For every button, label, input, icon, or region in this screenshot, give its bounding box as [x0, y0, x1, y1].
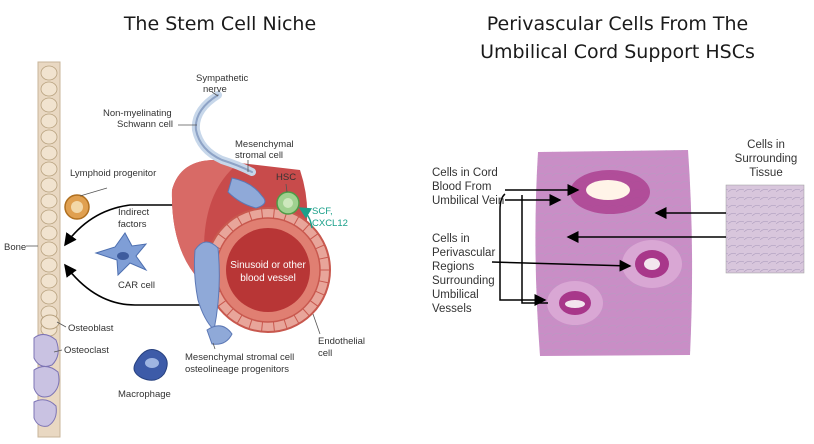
label-bone: Bone: [4, 242, 26, 253]
left-panel-title: The Stem Cell Niche: [123, 13, 317, 35]
osteoclast-cells: [33, 334, 60, 427]
macrophage-cell: [133, 349, 168, 381]
endothelial-cell-border: [302, 308, 310, 317]
bone-lining-cell: [40, 225, 58, 241]
bone-lining-cell: [40, 65, 58, 81]
left-leader-lines: [26, 91, 321, 353]
bone-lining-cell: [40, 257, 58, 273]
endothelial-cell-border: [315, 244, 325, 250]
label-lymphoid-progenitor: Lymphoid progenitor: [70, 168, 156, 179]
endothelial-cell-border: [236, 314, 243, 324]
label-osteoclast: Osteoclast: [64, 345, 109, 356]
bone-lining-cell: [40, 97, 58, 113]
bone-lining-cell: [40, 113, 58, 129]
endothelial-cell-border: [309, 233, 319, 240]
right-arrows: [491, 184, 726, 306]
bone-lining-cell: [40, 289, 58, 305]
car-cell: [94, 232, 148, 277]
left-arrows: [64, 204, 235, 306]
bone-lining-cell: [40, 209, 58, 225]
endothelial-cell-border: [318, 256, 329, 260]
right-title-line1: Perivascular Cells From The: [486, 13, 749, 35]
bone-lining-cell: [40, 161, 58, 177]
bone-lining-cell: [40, 273, 58, 289]
endothelial-cell-border: [293, 216, 300, 226]
mesenchymal-stromal-cells: [193, 177, 266, 345]
cord-tissue-section: [535, 150, 693, 356]
endothelial-cell-border: [315, 290, 325, 296]
endothelial-cell-border: [302, 223, 310, 232]
label-car-cell: CAR cell: [118, 280, 155, 291]
endothelial-cell-border: [318, 280, 329, 284]
bone-lining-cell: [40, 129, 58, 145]
bone-lining-cell: [40, 81, 58, 97]
bone-lining-cell: [40, 177, 58, 193]
label-osteoblast: Osteoblast: [68, 323, 114, 334]
endothelial-cell-border: [217, 300, 227, 307]
right-panel-title: Perivascular Cells From The Umbilical Co…: [445, 10, 790, 66]
lymphoid-progenitor-cell: [64, 194, 90, 220]
endothelial-cell-border: [248, 319, 253, 330]
label-hsc: HSC: [276, 172, 296, 183]
bone-lining-cell: [40, 241, 58, 257]
endothelial-cell-border: [248, 210, 253, 221]
label-macrophage: Macrophage: [118, 389, 171, 400]
osteoblast-cells: [40, 314, 60, 330]
scf-arrow: [298, 207, 313, 229]
bone-lining-cell: [40, 145, 58, 161]
endothelial-cell-border: [236, 216, 243, 226]
bone-lining-cell: [40, 193, 58, 209]
endothelial-cell-border: [272, 321, 275, 332]
endothelial-cell-border: [283, 319, 288, 330]
sympathetic-nerve: [191, 91, 256, 176]
endothelial-cell-border: [261, 321, 264, 332]
hsc-cell: [276, 191, 300, 215]
label-scf-cxcl12: SCF,CXCL12: [312, 206, 348, 229]
endothelial-cell-border: [226, 308, 234, 317]
endothelial-cell-border: [261, 208, 264, 219]
endothelial-cell-border: [226, 223, 234, 232]
blood-vessel: [171, 160, 331, 333]
endothelial-cell-border: [217, 233, 227, 240]
endothelial-cell-border: [309, 300, 319, 307]
endothelial-cell-border: [293, 314, 300, 324]
surrounding-tissue-sample: [725, 184, 805, 274]
endothelial-cell-border: [272, 208, 275, 219]
right-title-line2: Umbilical Cord Support HSCs: [480, 41, 755, 63]
